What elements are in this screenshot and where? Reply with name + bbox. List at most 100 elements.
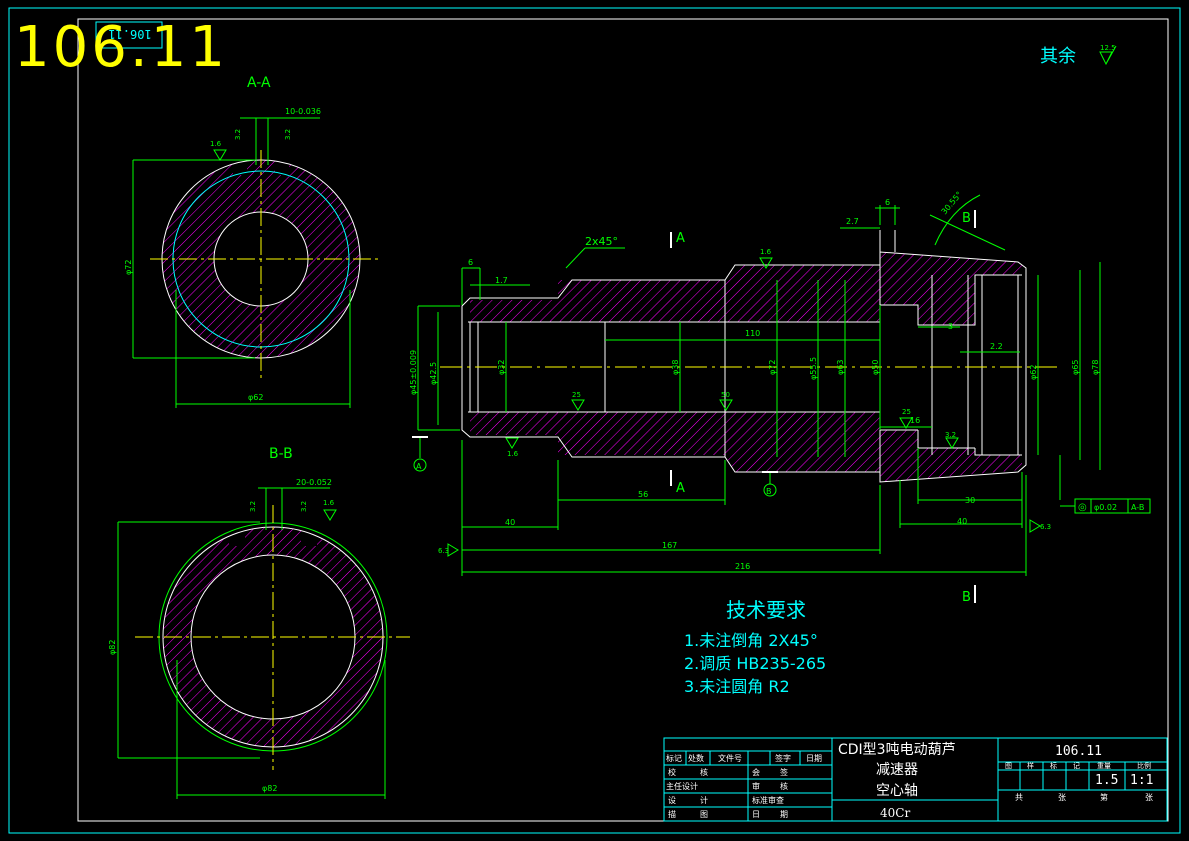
rough-2: 1.6 [507, 450, 519, 458]
dim-phi42: φ42.5 [429, 362, 438, 385]
tb-name-1: CDⅠ型3吨电动葫芦 [838, 742, 956, 758]
tb-row0-c: 会 [752, 767, 760, 777]
tb-row3-a: 描 [668, 809, 676, 819]
dim-6b: 6 [885, 198, 890, 207]
tb-row1-a: 主任设计 [666, 781, 698, 791]
title-block: 标记 处数 文件号 签字 日期 校 核 会 签 主任设计 审 核 设 计 标准审… [663, 737, 1168, 822]
tb-stage-1: 样 [1027, 761, 1034, 770]
technical-requirements: 技术要求 1.未注倒角 2X45° 2.调质 HB235-265 3.未注圆角 … [684, 598, 826, 696]
tb-header-1: 处数 [688, 753, 704, 763]
section-b-r3: 1.6 [323, 499, 335, 507]
tech-req-item-3: 3.未注圆角 R2 [684, 677, 790, 696]
dim-56: 56 [638, 490, 648, 499]
cut-b-top: B [962, 211, 971, 226]
tech-req-item-1: 1.未注倒角 2X45° [684, 631, 818, 650]
rough-5: 25 [902, 408, 911, 416]
dim-40a: 40 [505, 518, 515, 527]
tolerance-symbol: ◎ [1078, 502, 1087, 513]
section-b-title: B-B [269, 446, 293, 462]
dim-phi45: φ45±0.009 [409, 350, 418, 395]
dim-phi55: φ55.5 [809, 357, 818, 380]
tb-material: 40Cr [880, 806, 910, 820]
cut-a-top: A [676, 231, 685, 246]
chamfer-label: 2x45° [585, 235, 618, 248]
roughness-other-value: 12.5 [1100, 44, 1116, 52]
tb-weight-label: 重量 [1097, 762, 1111, 770]
tb-scale: 1:1 [1130, 773, 1153, 788]
rough-6: 3.2 [945, 431, 956, 439]
tech-req-item-2: 2.调质 HB235-265 [684, 654, 826, 673]
tb-header-2: 文件号 [718, 753, 742, 763]
tb-row1-c: 审 [752, 781, 760, 791]
dim-phi63: φ63 [836, 360, 845, 375]
dim-phi62: φ62 [1029, 365, 1038, 380]
tb-row3-b: 图 [700, 810, 708, 819]
tb-row3-c: 日 [752, 810, 760, 819]
cut-a-bottom: A [676, 481, 685, 496]
section-a-title: A-A [247, 75, 271, 91]
datum-a: A [416, 462, 422, 471]
dim-phi65: φ65 [1071, 360, 1080, 375]
section-a-r2: 3.2 [284, 129, 292, 140]
tb-row1-d: 核 [780, 781, 788, 791]
section-a-dia-bottom: φ62 [248, 393, 263, 402]
tb-row0-b: 核 [700, 767, 708, 777]
tb-drawing-no: 106.11 [1055, 744, 1102, 759]
tb-sheet-2: 第 [1100, 792, 1108, 802]
tb-row3-d: 期 [780, 810, 788, 819]
section-b-dia-bottom: φ82 [262, 784, 277, 793]
dim-phi38: φ38 [671, 360, 680, 375]
dim-phi50: φ50 [871, 360, 880, 375]
section-b-dia-left: φ82 [108, 640, 117, 655]
rough-7: 6.3 [1040, 523, 1051, 531]
tb-scale-label: 比例 [1137, 761, 1151, 770]
dim-2-7: 2.7 [846, 217, 859, 226]
tb-row0-d: 签 [780, 767, 788, 777]
tb-name-3: 空心轴 [876, 783, 918, 799]
dim-6: 6 [468, 258, 473, 267]
dim-30: 30 [965, 496, 975, 505]
tb-sheet-3: 张 [1145, 793, 1153, 802]
tb-row0-a: 校 [668, 767, 676, 777]
tb-header-3: 签字 [775, 753, 791, 763]
tolerance-value: φ0.02 [1094, 503, 1117, 512]
dim-phi32: φ32 [497, 360, 506, 375]
cut-b-bottom: B [962, 590, 971, 605]
angle-note: 30.55° [940, 190, 964, 216]
dim-16: 16 [910, 416, 920, 425]
dim-2-2: 2.2 [990, 342, 1003, 351]
tb-row2-a: 设 [668, 795, 676, 805]
drawing-number-big: 106.11 [14, 15, 228, 80]
section-b-r1: 3.2 [249, 501, 257, 512]
tb-row2-b: 计 [700, 795, 708, 805]
tb-name-2: 减速器 [876, 762, 918, 778]
tolerance-datum: A-B [1131, 503, 1144, 512]
tb-stage-3: 记 [1073, 762, 1080, 770]
rough-3: 25 [572, 391, 581, 399]
tb-stage-0: 图 [1005, 762, 1012, 770]
rough-8: 6.3 [438, 547, 449, 555]
tb-sheet-1: 张 [1058, 793, 1066, 802]
dim-3: 3 [948, 322, 953, 331]
rough-4: 50 [721, 391, 730, 399]
section-b-r2: 3.2 [300, 501, 308, 512]
section-a-keyway: 10-0.036 [285, 107, 321, 116]
section-b-keyway: 20-0.052 [296, 478, 332, 487]
tb-header-0: 标记 [666, 753, 682, 763]
dim-1-7: 1.7 [495, 276, 508, 285]
inner-frame [77, 18, 1169, 822]
dim-phi78: φ78 [1091, 360, 1100, 375]
section-b-b: B-B φ82 φ82 20-0.052 3.2 3.2 1.6 [108, 446, 410, 799]
corner-stamp-number: 106.11 [108, 27, 151, 41]
corner-stamp: 106.11 106.11 [14, 15, 228, 80]
main-view: A A B B 2x45° 30.55° A B [409, 190, 1151, 605]
rough-1: 1.6 [760, 248, 772, 256]
tb-row2-c: 标准审查 [752, 795, 784, 805]
shaft-outline [461, 251, 1027, 483]
tb-header-4: 日期 [806, 754, 822, 763]
section-a-a: A-A [124, 75, 382, 408]
dim-216: 216 [735, 562, 750, 571]
tb-weight: 1.5 [1095, 773, 1118, 788]
tech-req-title: 技术要求 [726, 598, 806, 622]
tb-stage-2: 标 [1050, 761, 1057, 770]
